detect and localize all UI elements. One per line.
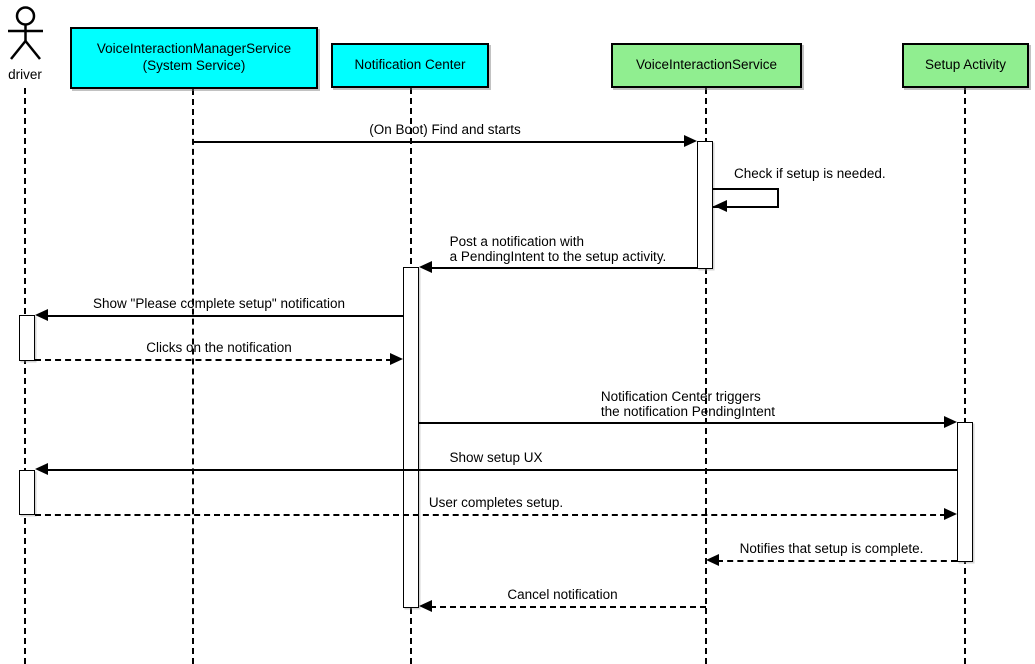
participant-box-voiceinteractionservice: VoiceInteractionService bbox=[611, 43, 802, 88]
arrowhead-left-icon bbox=[706, 554, 719, 566]
message-label: Notification Center triggers the notific… bbox=[600, 389, 776, 419]
message-label: Show "Please complete setup" notificatio… bbox=[93, 296, 345, 311]
arrowhead-left-icon bbox=[419, 600, 432, 612]
participant-label-voiceinteractionservice: VoiceInteractionService bbox=[635, 57, 778, 73]
participant-box-vims: VoiceInteractionManagerService (System S… bbox=[70, 27, 318, 89]
lifeline-driver bbox=[24, 88, 26, 664]
activation-driver-2 bbox=[19, 470, 35, 515]
message-label: Clicks on the notification bbox=[146, 340, 292, 355]
lifeline-voiceinteractionservice bbox=[705, 88, 707, 664]
message-line bbox=[430, 606, 706, 608]
activation-voiceinteractionservice bbox=[697, 141, 713, 269]
message-label: Post a notification with a PendingIntent… bbox=[449, 234, 667, 264]
message-line bbox=[430, 267, 697, 269]
arrowhead-left-icon bbox=[35, 463, 48, 475]
lifeline-vims bbox=[192, 89, 194, 664]
lifeline-setup-activity bbox=[964, 88, 966, 664]
message-label: Notifies that setup is complete. bbox=[739, 541, 924, 556]
message-line bbox=[46, 469, 957, 471]
message-label: Show setup UX bbox=[449, 450, 543, 465]
participant-label-notification-center: Notification Center bbox=[354, 57, 466, 73]
arrowhead-right-icon bbox=[684, 135, 697, 147]
message-label: Check if setup is needed. bbox=[734, 166, 886, 181]
participant-label-setup-activity: Setup Activity bbox=[924, 57, 1007, 73]
message-label: User completes setup. bbox=[428, 495, 564, 510]
arrowhead-right-icon bbox=[390, 353, 403, 365]
message-line bbox=[35, 514, 946, 516]
self-message-loop bbox=[712, 188, 779, 208]
activation-notification-center bbox=[403, 267, 419, 608]
message-line bbox=[46, 315, 403, 317]
activation-driver-1 bbox=[19, 315, 35, 361]
arrowhead-left-icon bbox=[35, 309, 48, 321]
participant-box-setup-activity: Setup Activity bbox=[902, 43, 1029, 88]
activation-setup-activity bbox=[957, 422, 973, 562]
participant-box-notification-center: Notification Center bbox=[331, 43, 489, 88]
arrowhead-left-icon bbox=[419, 261, 432, 273]
participant-label-vims: VoiceInteractionManagerService (System S… bbox=[96, 41, 292, 73]
message-line bbox=[193, 141, 686, 143]
message-label: Cancel notification bbox=[507, 587, 618, 602]
message-line bbox=[419, 422, 946, 424]
arrowhead-right-icon bbox=[944, 416, 957, 428]
message-line bbox=[35, 359, 392, 361]
message-line bbox=[717, 560, 957, 562]
actor-driver-label: driver bbox=[8, 67, 42, 82]
message-label: (On Boot) Find and starts bbox=[369, 122, 521, 137]
arrowhead-right-icon bbox=[944, 508, 957, 520]
actor-icon bbox=[8, 6, 43, 60]
arrowhead-left-icon bbox=[714, 200, 727, 212]
